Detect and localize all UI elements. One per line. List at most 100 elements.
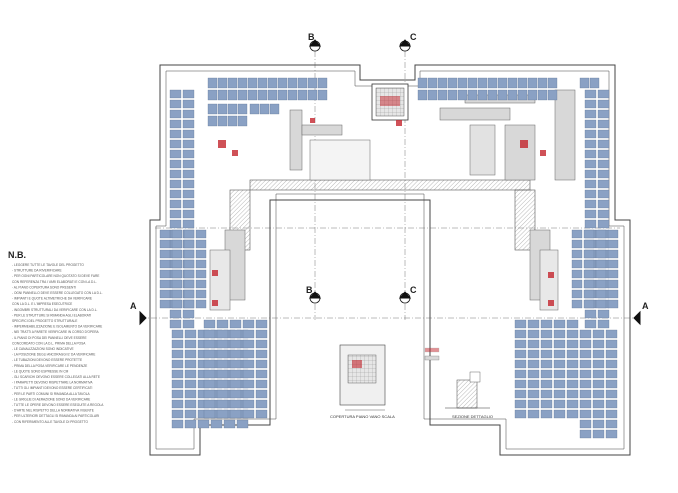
section-detail xyxy=(445,371,490,409)
solar-panel xyxy=(579,399,592,409)
solar-panel xyxy=(566,409,579,419)
solar-panel xyxy=(287,77,298,89)
note-line: - INGOMBRI STRUTTURALI DA VERIFICARE CON… xyxy=(12,308,97,312)
solar-panel xyxy=(584,189,597,199)
solar-panel xyxy=(447,89,458,101)
solar-panel xyxy=(182,119,195,129)
solar-panel xyxy=(169,199,182,209)
solar-panel xyxy=(514,399,527,409)
solar-panel xyxy=(597,199,610,209)
solar-panel xyxy=(571,289,583,299)
solar-panel xyxy=(584,309,597,319)
note-line: CONCORDATO CON LA D.L. PRIMA DELLA POSA xyxy=(12,341,86,345)
solar-panel xyxy=(605,329,618,339)
solar-panel xyxy=(597,109,610,119)
solar-panel xyxy=(579,389,592,399)
solar-panel xyxy=(242,319,255,329)
solar-panel xyxy=(595,299,607,309)
solar-panel xyxy=(247,77,258,89)
solar-panel xyxy=(607,249,619,259)
solar-panel xyxy=(169,109,182,119)
section-mark-top-left xyxy=(308,39,322,52)
solar-panel xyxy=(597,209,610,219)
solar-panel xyxy=(571,269,583,279)
solar-panel xyxy=(317,89,328,101)
section-mark-side-left xyxy=(139,310,147,326)
solar-panel xyxy=(203,389,216,399)
solar-panel xyxy=(507,89,518,101)
solar-panel xyxy=(514,359,527,369)
solar-panel xyxy=(514,379,527,389)
solar-panel xyxy=(169,119,182,129)
solar-panel xyxy=(297,77,308,89)
solar-panel xyxy=(249,103,260,115)
note-line: - IL PIANO DI POSA DEI PANNELLI DEVE ESS… xyxy=(12,336,87,340)
solar-panel xyxy=(195,249,207,259)
solar-panel xyxy=(229,389,242,399)
solar-panel xyxy=(457,77,468,89)
solar-panel xyxy=(595,249,607,259)
solar-panel xyxy=(597,189,610,199)
solar-panel xyxy=(255,319,268,329)
solar-panel xyxy=(169,179,182,189)
solar-panel xyxy=(566,339,579,349)
solar-panel xyxy=(584,109,597,119)
note-line: SPECIFICI DEL PROGETTO STRUTTURALE xyxy=(12,319,77,323)
solar-panel xyxy=(159,239,171,249)
solar-panel xyxy=(171,239,183,249)
solar-panel xyxy=(203,379,216,389)
solar-panel xyxy=(227,77,238,89)
section-label-side-right: A xyxy=(642,301,649,311)
solar-panel xyxy=(159,269,171,279)
solar-panel xyxy=(182,129,195,139)
solar-panel xyxy=(269,103,280,115)
solar-panel xyxy=(553,319,566,329)
solar-panel xyxy=(583,289,595,299)
solar-panel xyxy=(183,299,195,309)
solar-panel xyxy=(242,329,255,339)
solar-panel xyxy=(553,379,566,389)
solar-panel xyxy=(184,349,197,359)
solar-panel xyxy=(514,369,527,379)
solar-panel xyxy=(183,279,195,289)
solar-panel xyxy=(184,389,197,399)
solar-panel xyxy=(579,409,592,419)
solar-panel xyxy=(171,259,183,269)
solar-panel xyxy=(584,139,597,149)
solar-panel xyxy=(507,77,518,89)
solar-panel xyxy=(182,149,195,159)
solar-panel xyxy=(242,359,255,369)
solar-panel xyxy=(607,269,619,279)
solar-panel xyxy=(584,169,597,179)
solar-panel xyxy=(584,159,597,169)
solar-panel xyxy=(571,299,583,309)
solar-panel xyxy=(597,179,610,189)
solar-panel xyxy=(571,229,583,239)
solar-panel xyxy=(514,319,527,329)
solar-panel xyxy=(171,269,183,279)
solar-panel xyxy=(229,379,242,389)
solar-panel xyxy=(427,77,438,89)
solar-panel xyxy=(229,369,242,379)
solar-panel xyxy=(579,379,592,389)
solar-panel xyxy=(597,89,610,99)
solar-panel xyxy=(579,349,592,359)
solar-panel xyxy=(527,409,540,419)
solar-panel xyxy=(159,289,171,299)
solar-panel xyxy=(597,309,610,319)
solar-panel xyxy=(597,139,610,149)
solar-panel xyxy=(553,389,566,399)
solar-panel xyxy=(184,329,197,339)
solar-panel xyxy=(171,339,184,349)
solar-panel xyxy=(184,419,197,429)
solar-panel xyxy=(267,77,278,89)
solar-panel xyxy=(605,379,618,389)
solar-panel xyxy=(605,429,618,439)
solar-panel xyxy=(595,279,607,289)
solar-panel xyxy=(592,399,605,409)
solar-panel xyxy=(487,77,498,89)
solar-panel xyxy=(171,279,183,289)
section-label-top-right: C xyxy=(410,32,417,42)
note-line: - TUTTE LE OPERE DEVONO ESSERE ESEGUITE … xyxy=(12,403,104,407)
solar-panel xyxy=(182,199,195,209)
